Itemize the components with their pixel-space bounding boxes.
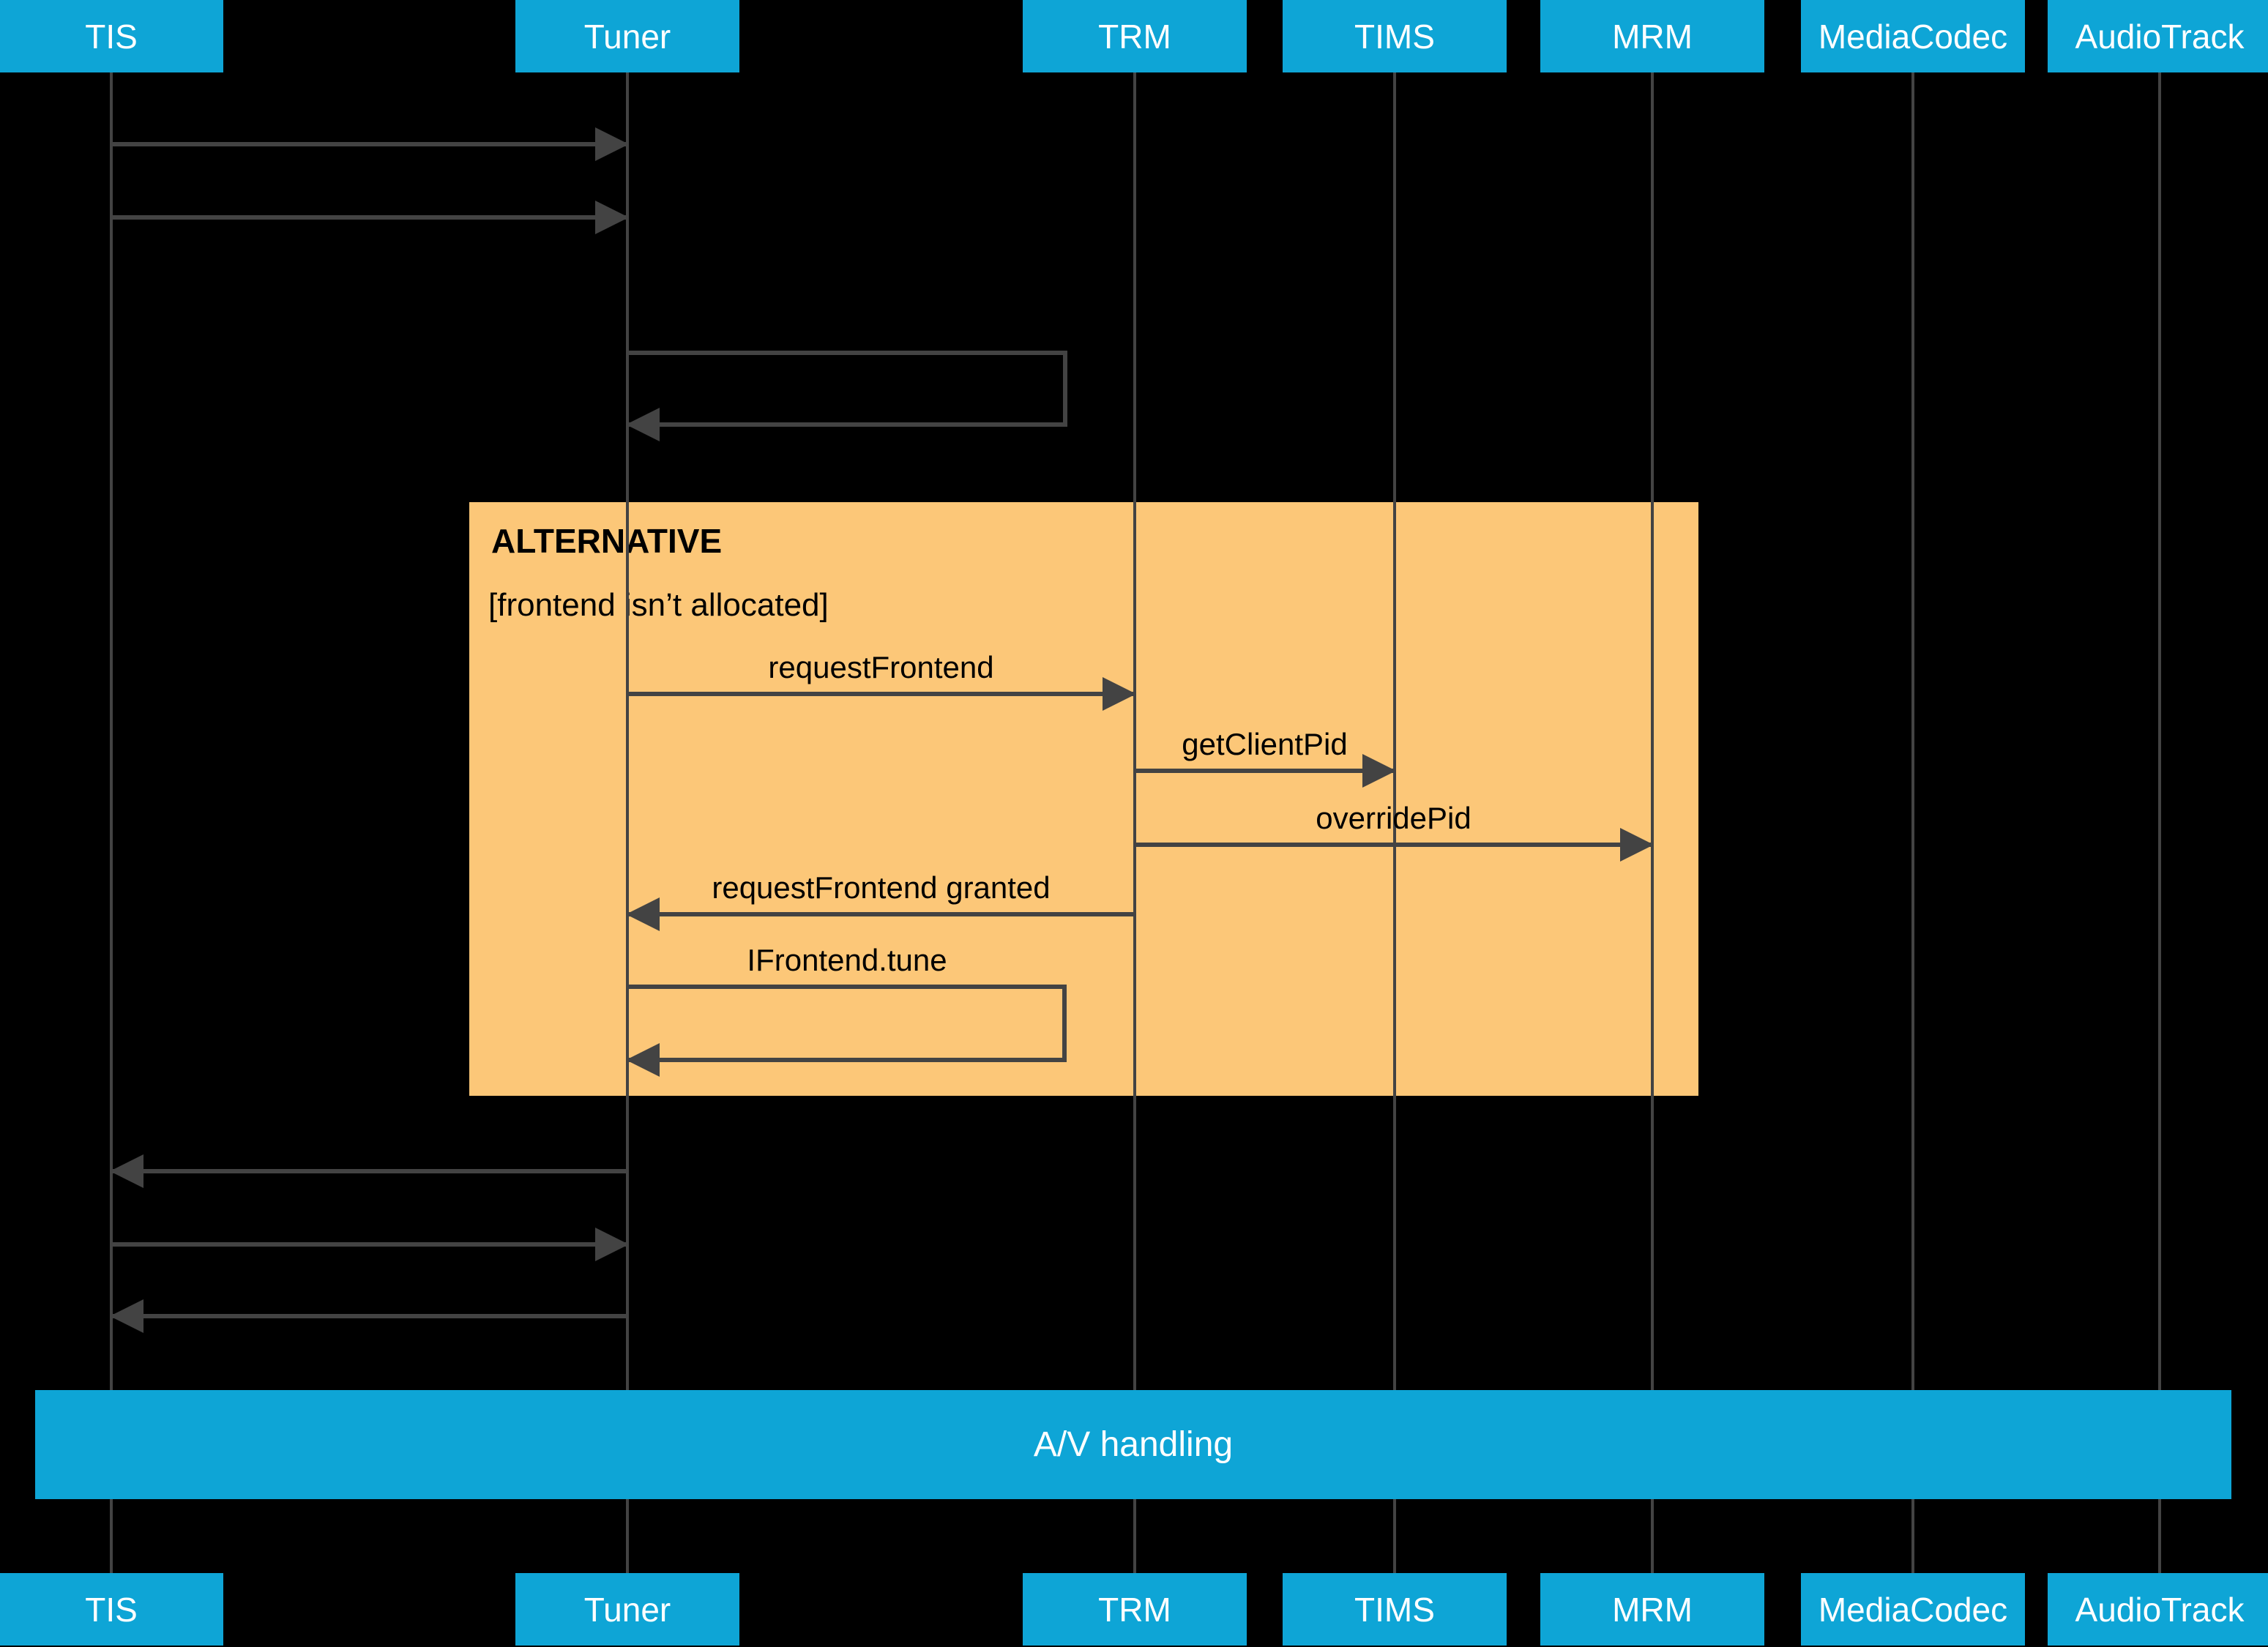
message-label-3: requestFrontend <box>768 650 994 684</box>
message-line-10 <box>111 1314 627 1318</box>
arrowhead-icon <box>626 1043 660 1077</box>
participant-box-tuner-top: Tuner <box>515 0 739 72</box>
lifeline-tims <box>1393 72 1396 1573</box>
participant-box-mrm-top: MRM <box>1540 0 1764 72</box>
self-call-return-line-7 <box>627 1058 1067 1062</box>
lifeline-mrm <box>1651 72 1654 1573</box>
participant-box-tuner-bottom: Tuner <box>515 1573 739 1646</box>
arrowhead-icon <box>626 897 660 931</box>
lifeline-tis <box>110 72 113 1573</box>
message-line-4 <box>1135 769 1395 773</box>
message-label-6: requestFrontend granted <box>712 870 1051 905</box>
participant-box-trm-top: TRM <box>1023 0 1247 72</box>
arrowhead-icon <box>1620 828 1654 862</box>
message-line-9 <box>111 1242 627 1247</box>
participant-box-mediacodec-bottom: MediaCodec <box>1801 1573 2025 1646</box>
self-call-right-line-7 <box>1062 985 1067 1062</box>
av-handling-label: A/V handling <box>1033 1425 1234 1464</box>
message-line-1 <box>111 215 627 220</box>
self-call-top-line-7 <box>627 985 1067 989</box>
lifeline-mediacodec <box>1911 72 1914 1573</box>
arrowhead-icon <box>110 1299 143 1333</box>
alt-fragment: ALTERNATIVE [frontend isn’t allocated] <box>469 502 1698 1096</box>
participant-box-mrm-bottom: MRM <box>1540 1573 1764 1646</box>
participant-box-tims-top: TIMS <box>1283 0 1507 72</box>
participant-box-trm-bottom: TRM <box>1023 1573 1247 1646</box>
lifeline-audiotrack <box>2158 72 2161 1573</box>
self-call-top-line-2 <box>627 351 1067 355</box>
message-label-5: overridePid <box>1316 801 1471 835</box>
arrowhead-icon <box>110 1154 143 1188</box>
alt-fragment-condition: [frontend isn’t allocated] <box>488 587 829 623</box>
message-label-4: getClientPid <box>1182 727 1348 761</box>
message-line-3 <box>627 692 1135 696</box>
arrowhead-icon <box>1362 754 1396 788</box>
message-line-5 <box>1135 843 1652 847</box>
participant-box-tis-top: TIS <box>0 0 223 72</box>
participant-box-tis-bottom: TIS <box>0 1573 223 1646</box>
arrowhead-icon <box>595 201 629 234</box>
message-label-7: IFrontend.tune <box>747 943 947 977</box>
arrowhead-icon <box>626 408 660 441</box>
arrowhead-icon <box>595 127 629 161</box>
arrowhead-icon <box>1103 677 1136 711</box>
self-call-return-line-2 <box>627 422 1067 427</box>
alt-fragment-title: ALTERNATIVE <box>491 522 723 560</box>
participant-box-mediacodec-top: MediaCodec <box>1801 0 2025 72</box>
arrowhead-icon <box>595 1228 629 1261</box>
participant-box-audiotrack-top: AudioTrack <box>2048 0 2268 72</box>
message-line-0 <box>111 142 627 146</box>
av-handling-band: A/V handling <box>35 1390 2231 1499</box>
message-line-6 <box>627 912 1135 916</box>
participant-box-tims-bottom: TIMS <box>1283 1573 1507 1646</box>
lifeline-tuner <box>626 72 629 1573</box>
message-line-8 <box>111 1169 627 1173</box>
self-call-right-line-2 <box>1063 351 1067 427</box>
participant-box-audiotrack-bottom: AudioTrack <box>2048 1573 2268 1646</box>
lifeline-trm <box>1133 72 1136 1573</box>
